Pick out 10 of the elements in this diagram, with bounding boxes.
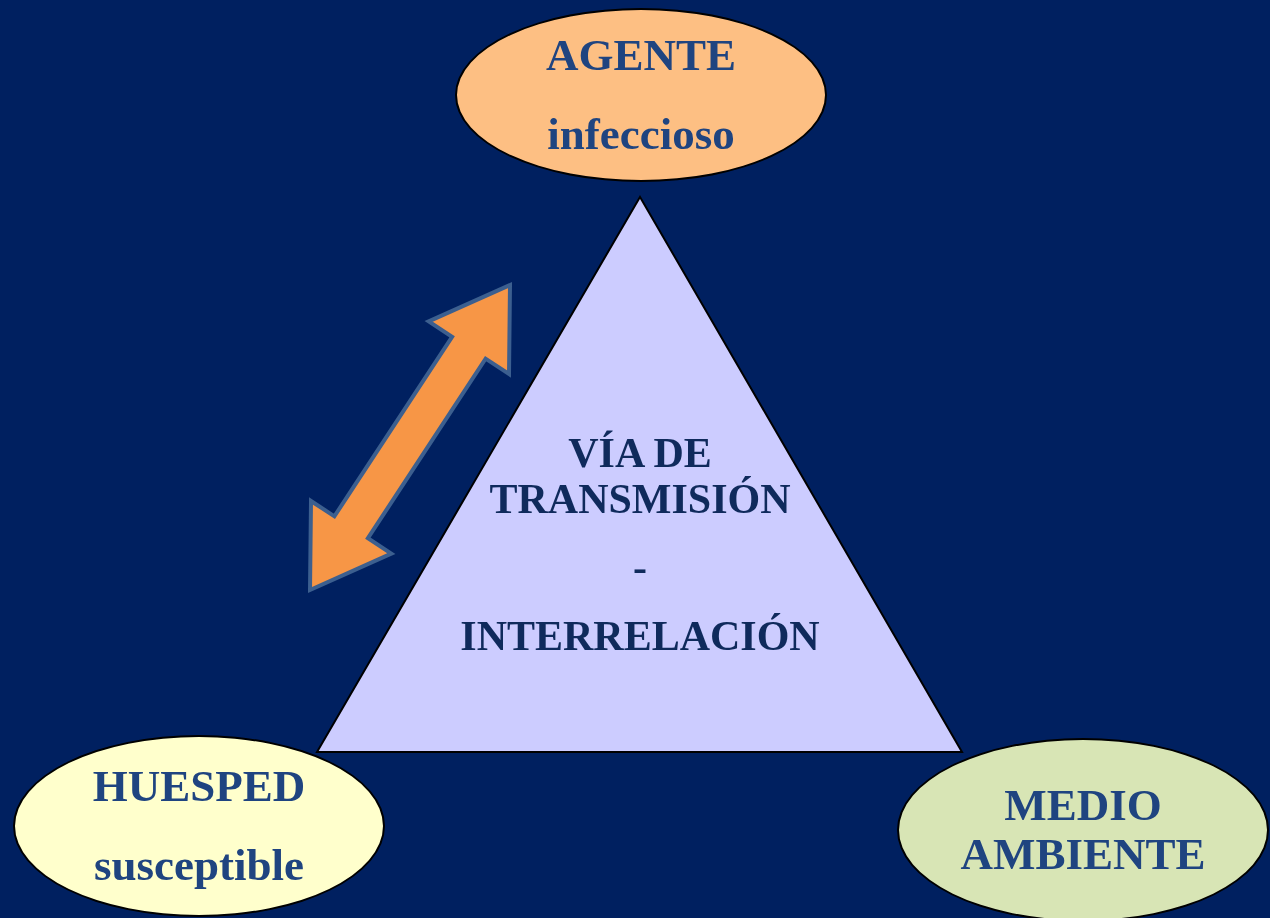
node-label: AGENTE xyxy=(545,30,736,80)
node-label: MEDIO AMBIENTE xyxy=(959,780,1207,880)
node-label: VÍA DE TRANSMISIÓN xyxy=(488,430,792,523)
node-label: - xyxy=(633,544,647,591)
node-label: HUESPED xyxy=(92,761,306,811)
node-label: INTERRELACIÓN xyxy=(460,612,820,659)
node-label: susceptible xyxy=(94,841,304,891)
double-arrow xyxy=(307,281,513,594)
triangle-node xyxy=(315,195,965,755)
node-label: infeccioso xyxy=(547,110,735,160)
